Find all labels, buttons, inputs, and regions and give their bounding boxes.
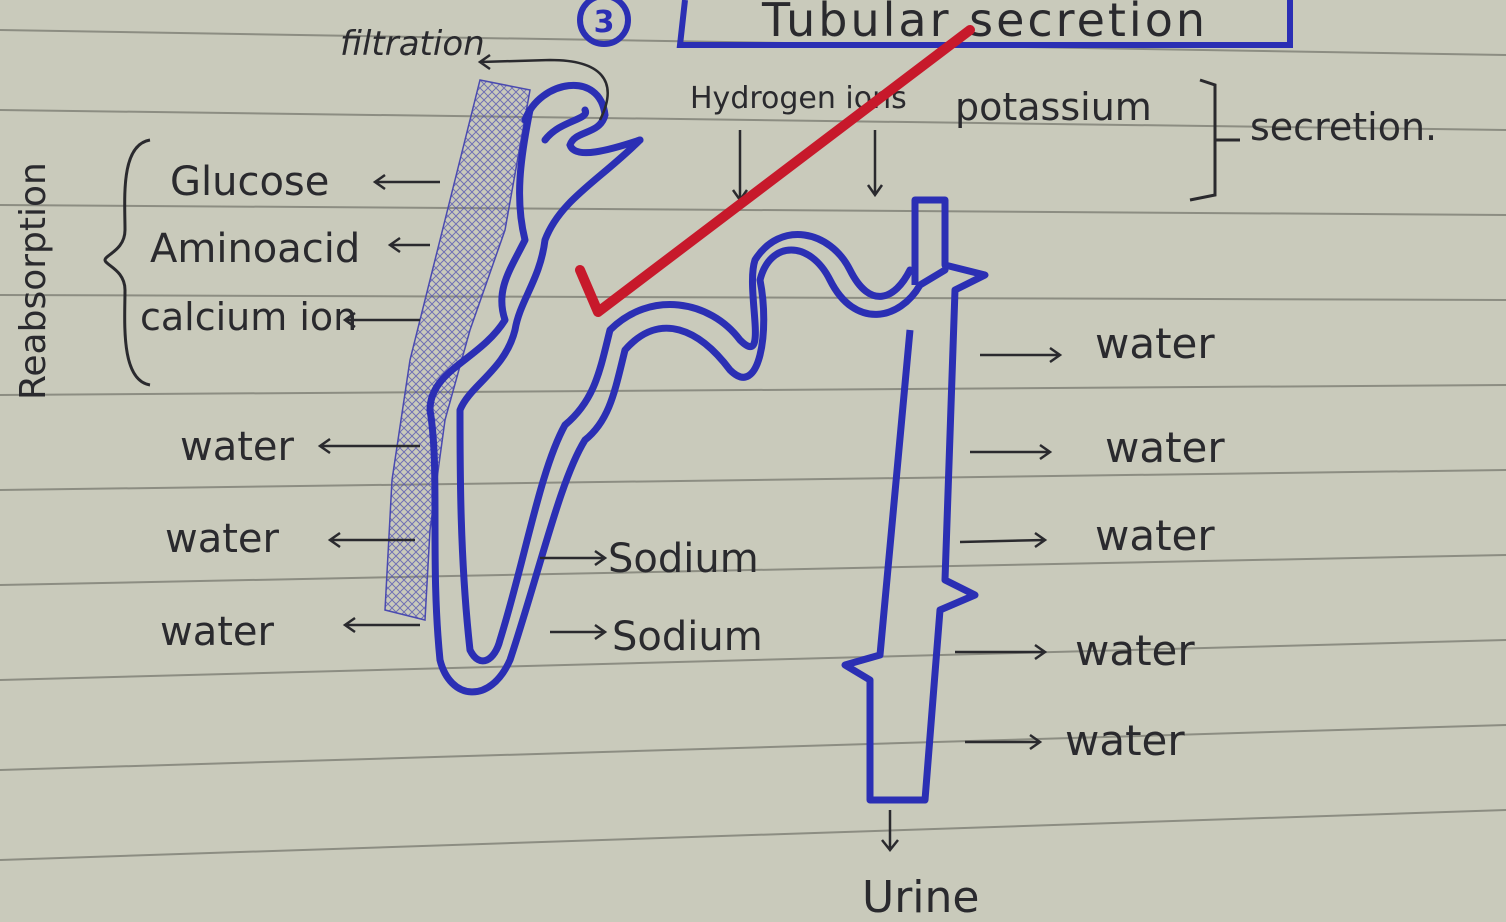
duct-water-3: water — [1095, 511, 1215, 560]
reabsorbed-water-2: water — [165, 516, 280, 562]
secretion-group-label: secretion. — [1250, 105, 1437, 149]
title-box: 3 Tubular secretion — [580, 0, 1290, 47]
reabsorbed-water-1: water — [180, 424, 295, 470]
duct-water-4: water — [1075, 626, 1195, 675]
duct-water-5: water — [1065, 716, 1185, 765]
reabsorption-group-label: Reabsorption — [13, 162, 54, 400]
sodium-label-1: Sodium — [608, 536, 759, 582]
secreted-potassium: potassium — [955, 85, 1152, 129]
sodium-label-2: Sodium — [612, 614, 763, 660]
reabsorbed-calcium-ion: calcium ion — [140, 295, 357, 339]
step-number: 3 — [594, 5, 615, 40]
secretion-bracket — [1190, 80, 1240, 200]
duct-water-2: water — [1105, 423, 1225, 472]
page-title: Tubular secretion — [761, 0, 1208, 47]
reabsorbed-water-3: water — [160, 609, 275, 655]
reabsorption-brace — [105, 140, 150, 385]
reabsorbed-aminoacid: Aminoacid — [150, 226, 360, 272]
duct-water-arrows — [955, 348, 1060, 749]
urine-label: Urine — [862, 872, 979, 922]
reabsorbed-glucose: Glucose — [170, 159, 329, 205]
filtration-label: filtration — [340, 24, 485, 64]
sodium-arrows — [540, 551, 605, 639]
duct-water-1: water — [1095, 319, 1215, 368]
